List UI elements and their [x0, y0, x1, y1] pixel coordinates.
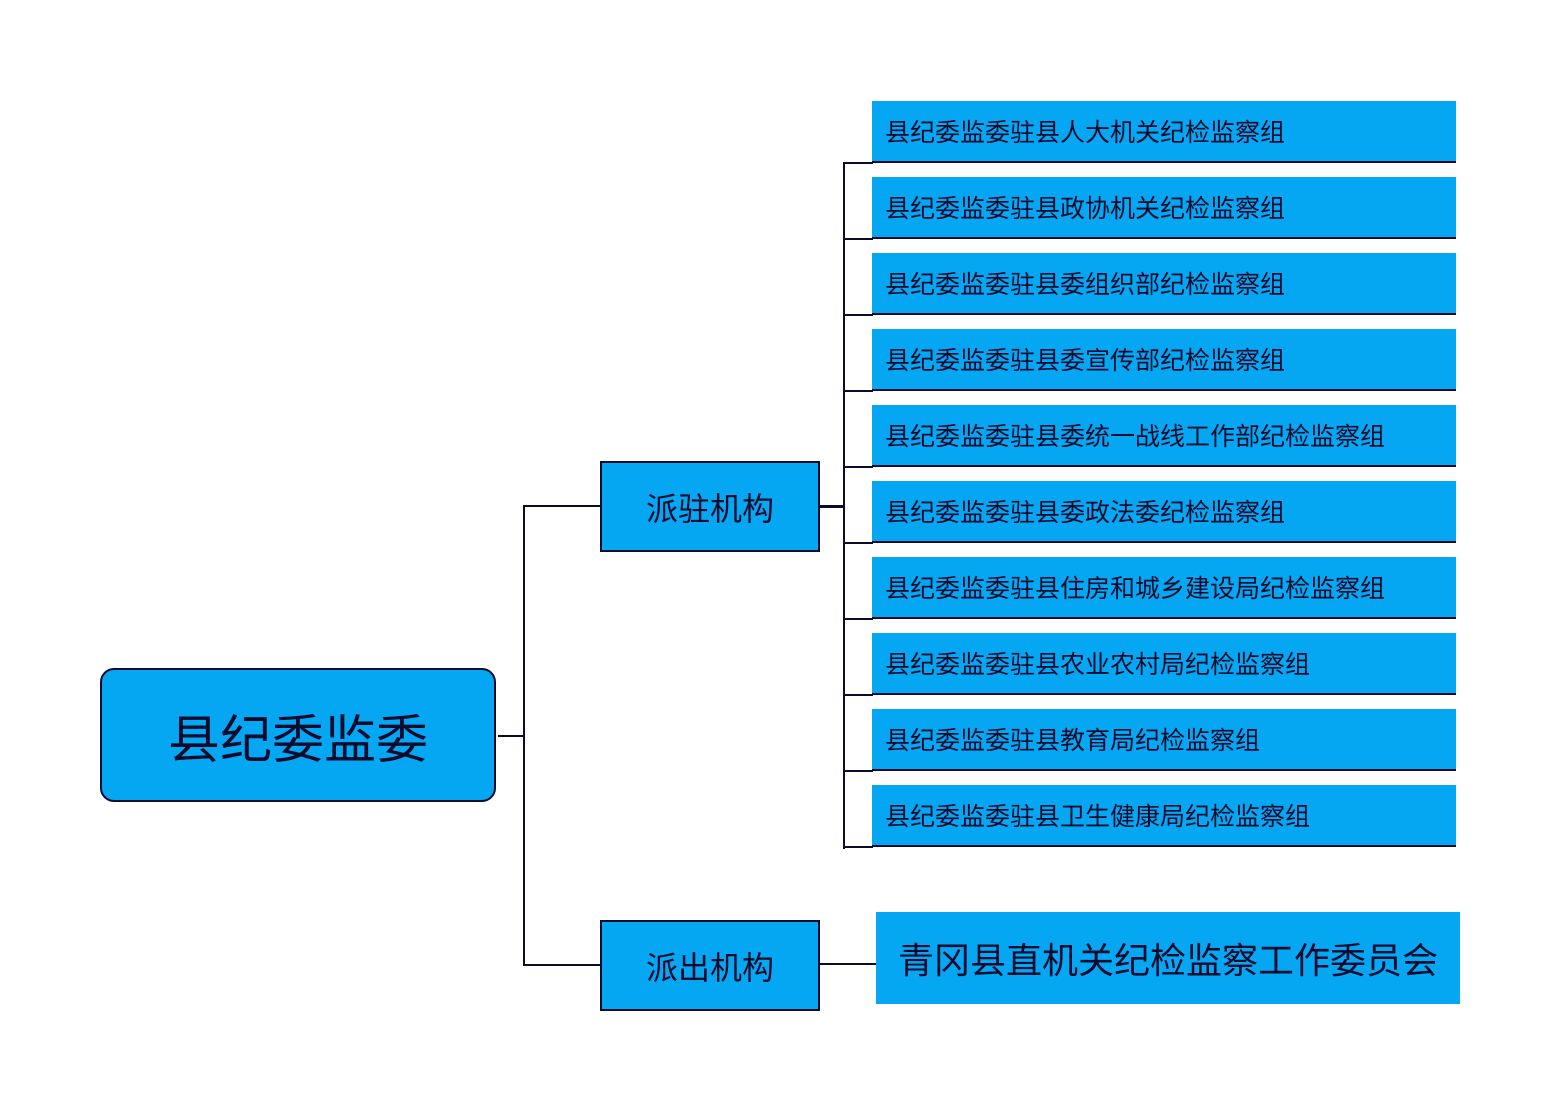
branch-label: 派出机构 [645, 948, 774, 987]
leaf-label: 青冈县直机关纪检监察工作委员会 [897, 941, 1438, 982]
child-node[interactable]: 县纪委监委驻县住房和城乡建设局纪检监察组 [872, 557, 1456, 619]
child-label: 县纪委监委驻县农业农村局纪检监察组 [885, 650, 1311, 679]
branch-2-connector [820, 963, 876, 965]
trunk-vertical-line [523, 505, 525, 966]
root-label: 县纪委监委 [167, 710, 428, 771]
child-connector-line [843, 694, 873, 696]
child-connector-line [843, 238, 873, 240]
child-connector-line [843, 314, 873, 316]
child-label: 县纪委监委驻县政协机关纪检监察组 [885, 194, 1286, 223]
child-connector-line [843, 846, 873, 848]
child-label: 县纪委监委驻县委统一战线工作部纪检监察组 [885, 422, 1386, 451]
branch-node-outbound[interactable]: 派出机构 [600, 920, 820, 1011]
child-node[interactable]: 县纪委监委驻县农业农村局纪检监察组 [872, 633, 1456, 695]
child-node[interactable]: 县纪委监委驻县委统一战线工作部纪检监察组 [872, 405, 1456, 467]
child-label: 县纪委监委驻县委政法委纪检监察组 [885, 498, 1286, 527]
branch-1-connector [820, 505, 844, 508]
child-connector-line [843, 466, 873, 468]
child-node[interactable]: 县纪委监委驻县委宣传部纪检监察组 [872, 329, 1456, 391]
root-connector [498, 735, 524, 737]
child-connector-line [843, 542, 873, 544]
child-label: 县纪委监委驻县委宣传部纪检监察组 [885, 346, 1286, 375]
branch-label: 派驻机构 [645, 489, 774, 528]
child-connector-line [843, 770, 873, 772]
child-node[interactable]: 县纪委监委驻县教育局纪检监察组 [872, 709, 1456, 771]
child-node[interactable]: 县纪委监委驻县卫生健康局纪检监察组 [872, 785, 1456, 847]
trunk-to-branch-1-line [523, 505, 600, 507]
child-node[interactable]: 县纪委监委驻县政协机关纪检监察组 [872, 177, 1456, 239]
child-connector-line [843, 390, 873, 392]
child-node[interactable]: 县纪委监委驻县委组织部纪检监察组 [872, 253, 1456, 315]
trunk-to-branch-2-line [523, 964, 600, 966]
child-label: 县纪委监委驻县卫生健康局纪检监察组 [885, 802, 1311, 831]
child-label: 县纪委监委驻县教育局纪检监察组 [885, 726, 1261, 755]
children-bracket-line [843, 163, 845, 849]
child-label: 县纪委监委驻县委组织部纪检监察组 [885, 270, 1286, 299]
branch-node-dispatched[interactable]: 派驻机构 [600, 461, 820, 552]
leaf-node[interactable]: 青冈县直机关纪检监察工作委员会 [876, 912, 1460, 1004]
child-connector-line [843, 162, 873, 164]
child-label: 县纪委监委驻县人大机关纪检监察组 [885, 118, 1286, 147]
child-node[interactable]: 县纪委监委驻县委政法委纪检监察组 [872, 481, 1456, 543]
child-label: 县纪委监委驻县住房和城乡建设局纪检监察组 [885, 574, 1386, 603]
child-node[interactable]: 县纪委监委驻县人大机关纪检监察组 [872, 101, 1456, 163]
root-node[interactable]: 县纪委监委 [100, 668, 496, 802]
child-connector-line [843, 618, 873, 620]
